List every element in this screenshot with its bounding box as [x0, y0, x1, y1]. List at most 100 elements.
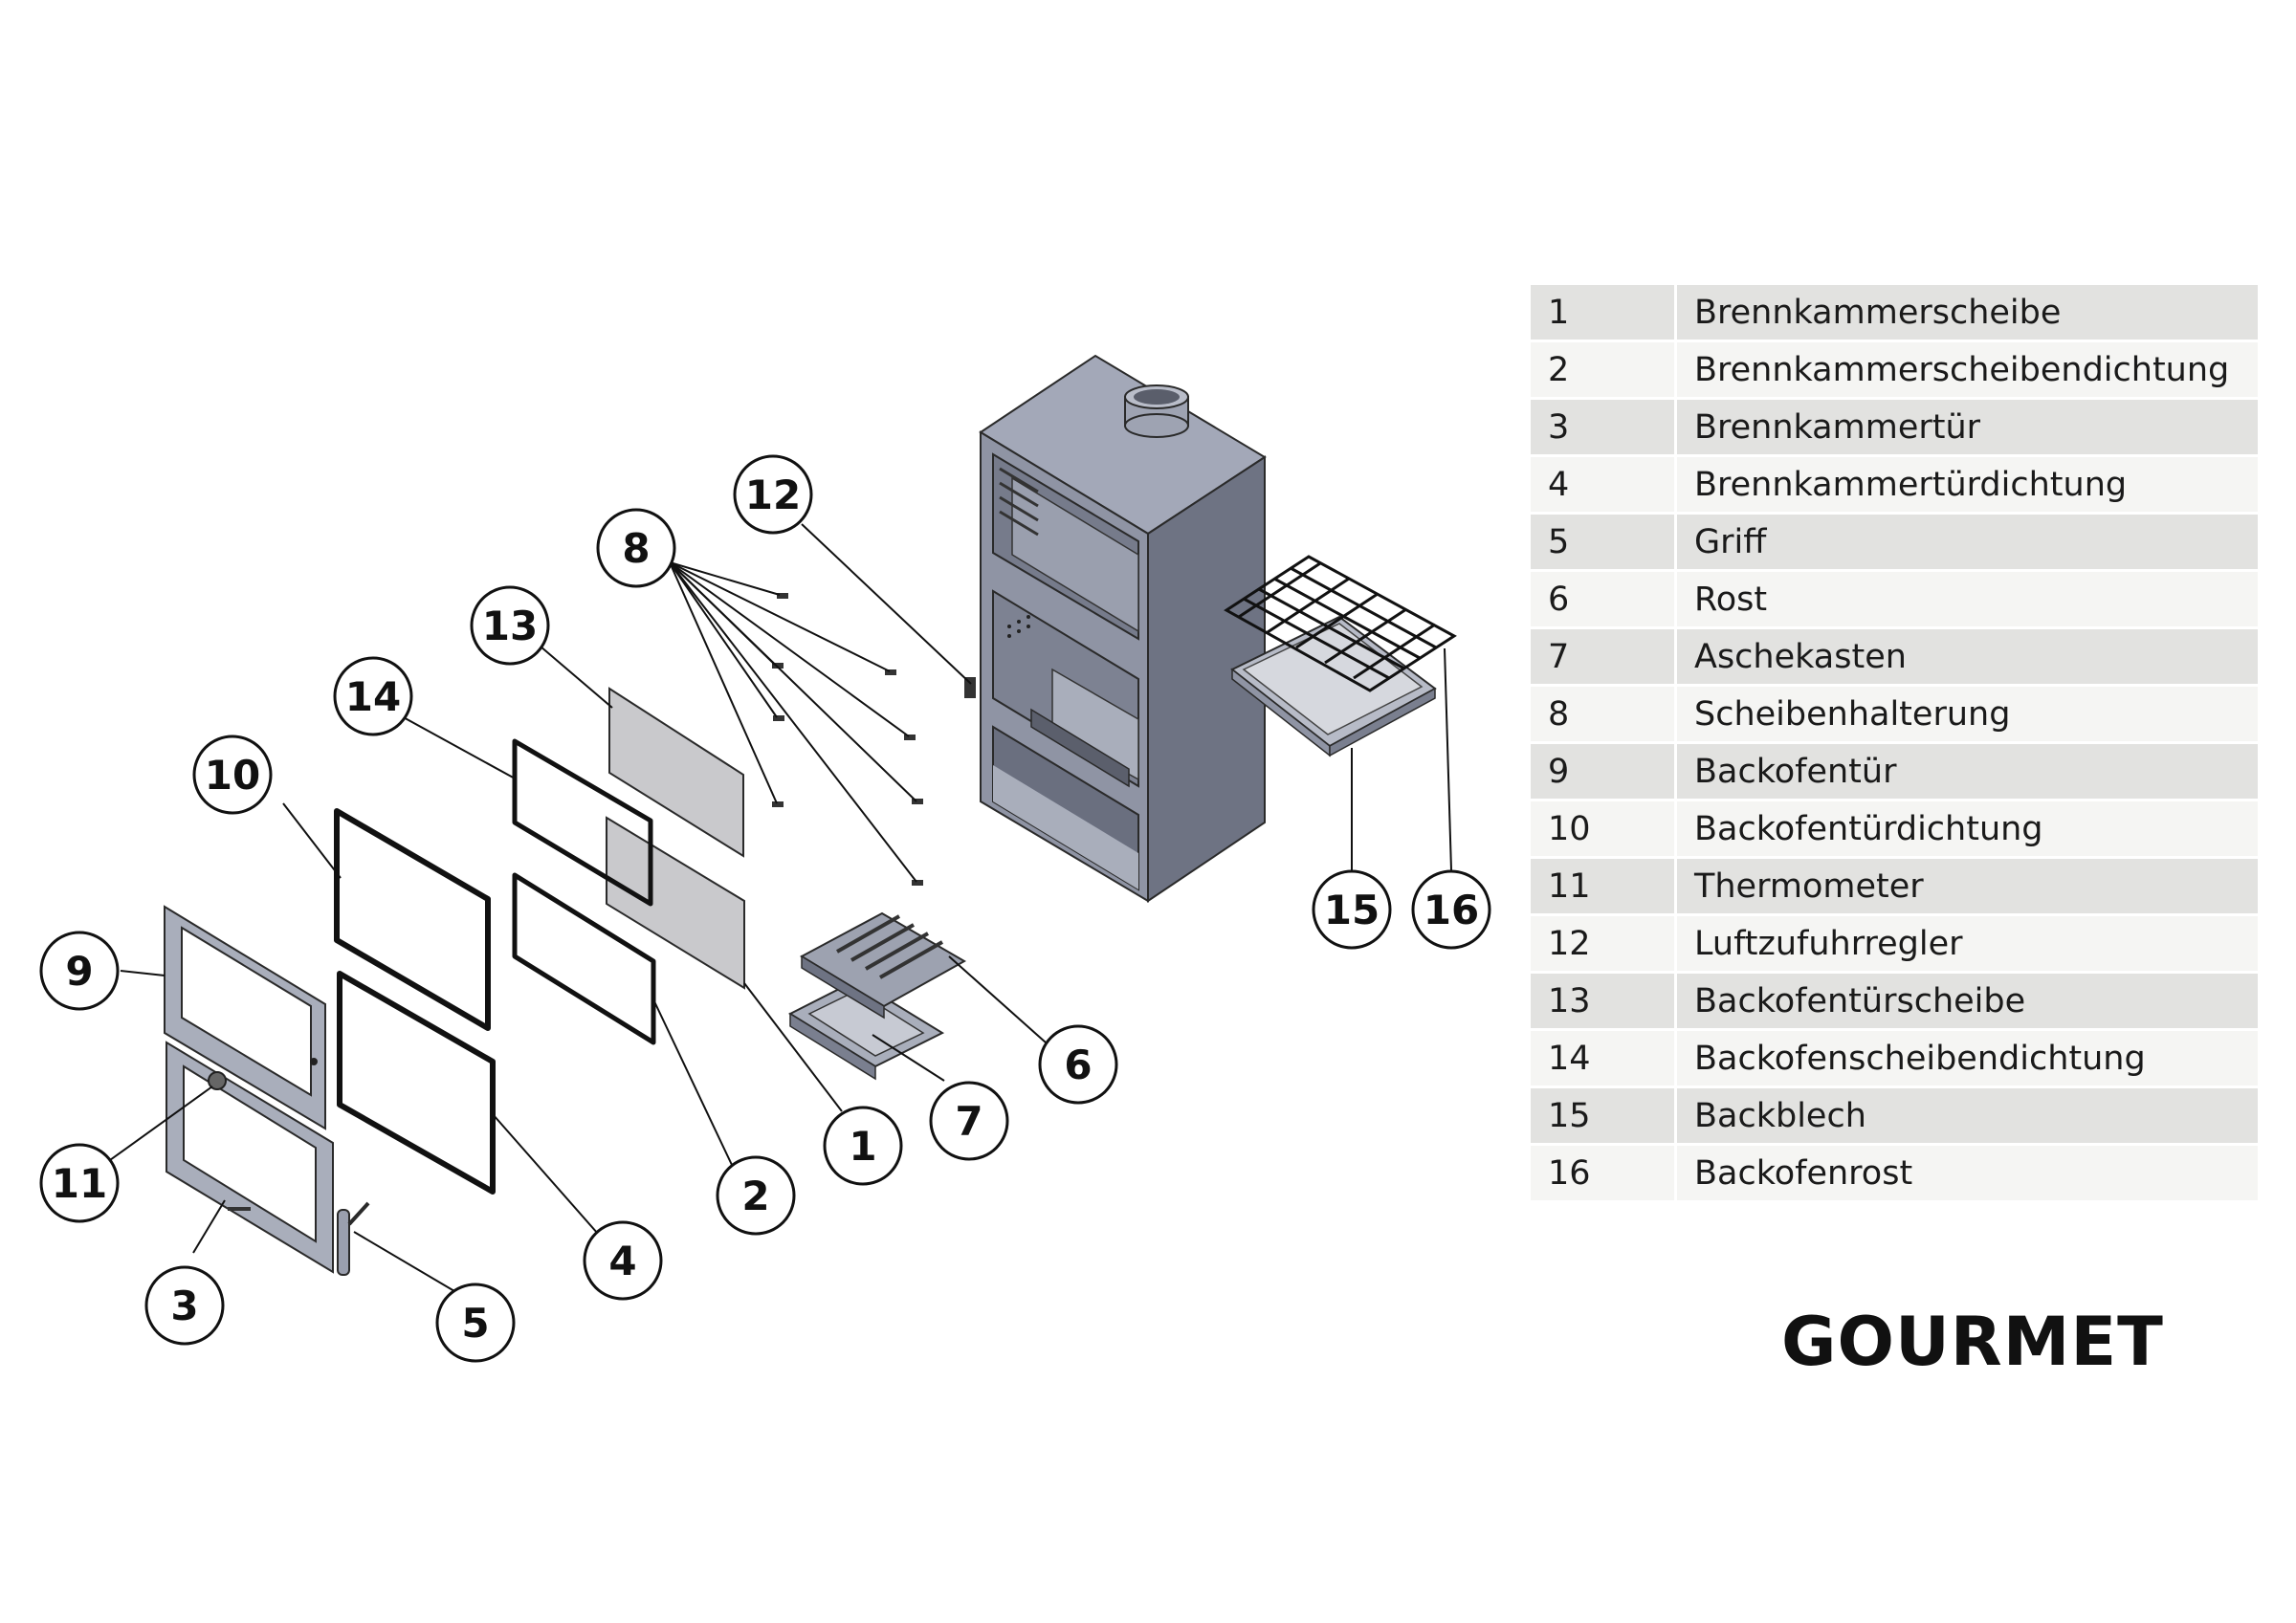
- part-name: Scheibenhalterung: [1675, 685, 2258, 744]
- callout-3: 3: [144, 1265, 225, 1346]
- part-name: Brennkammertür: [1675, 398, 2258, 457]
- part-number: 13: [1531, 972, 1677, 1031]
- callout-3-label: 3: [170, 1283, 198, 1329]
- part-number: 15: [1531, 1086, 1677, 1146]
- part-name: Thermometer: [1675, 857, 2258, 916]
- callout-15: 15: [1312, 869, 1392, 950]
- callout-10: 10: [192, 735, 273, 815]
- callout-15-label: 15: [1324, 887, 1380, 933]
- part-number: 3: [1531, 398, 1677, 457]
- part-name: Rost: [1675, 570, 2258, 629]
- callout-1: 1: [823, 1106, 903, 1186]
- part-number: 5: [1531, 513, 1677, 572]
- part-name: Backofentür: [1675, 742, 2258, 801]
- firebox-door-gasket: [337, 971, 496, 1195]
- part-number: 10: [1531, 800, 1677, 859]
- callout-12: 12: [733, 454, 813, 535]
- part-number: 9: [1531, 742, 1677, 801]
- callout-5-label: 5: [461, 1300, 489, 1347]
- callout-4: 4: [583, 1220, 663, 1301]
- callout-6-label: 6: [1064, 1042, 1092, 1088]
- part-name: Backblech: [1675, 1086, 2258, 1146]
- part-number: 1: [1531, 285, 1677, 342]
- part-number: 14: [1531, 1029, 1677, 1088]
- oven-door-gasket: [334, 808, 491, 1031]
- oven-door: [164, 905, 326, 1130]
- model-title: GOURMET: [1781, 1303, 2164, 1381]
- callout-13-label: 13: [482, 603, 538, 649]
- thermometer: [208, 1071, 227, 1090]
- part-name: Backofenscheibendichtung: [1675, 1029, 2258, 1088]
- part-name: Backofentürscheibe: [1675, 972, 2258, 1031]
- callout-11: 11: [39, 1143, 120, 1223]
- firebox-door: [166, 1041, 334, 1274]
- callout-9-label: 9: [65, 948, 93, 995]
- callout-10-label: 10: [205, 752, 260, 799]
- callout-14-label: 14: [345, 673, 401, 720]
- glass-clips: [772, 593, 923, 886]
- callout-7: 7: [929, 1081, 1009, 1161]
- stove-side: [1147, 455, 1266, 903]
- part-number: 4: [1531, 455, 1677, 515]
- callout-16: 16: [1411, 869, 1491, 950]
- callout-16-label: 16: [1424, 887, 1479, 933]
- part-number: 8: [1531, 685, 1677, 744]
- handle: [337, 1201, 370, 1276]
- oven-door-glass: [608, 687, 744, 858]
- leader-lines: [102, 523, 1452, 1292]
- ash-slot: [1030, 708, 1130, 788]
- callout-14: 14: [333, 656, 413, 736]
- oven-tray: [1230, 615, 1437, 757]
- part-number: 6: [1531, 570, 1677, 629]
- part-number: 16: [1531, 1144, 1677, 1203]
- ash-pan: [787, 978, 945, 1081]
- callout-6: 6: [1038, 1024, 1118, 1105]
- part-number: 2: [1531, 340, 1677, 400]
- callout-2-label: 2: [741, 1173, 769, 1219]
- callout-4-label: 4: [608, 1238, 636, 1284]
- part-number: 11: [1531, 857, 1677, 916]
- part-name: Backofenrost: [1675, 1144, 2258, 1203]
- oven-grill: [1224, 555, 1457, 692]
- part-number: 12: [1531, 914, 1677, 974]
- callout-7-label: 7: [955, 1098, 982, 1145]
- oven-glass-gasket: [512, 738, 653, 907]
- callout-12-label: 12: [745, 472, 801, 518]
- stove-body: [964, 354, 1267, 903]
- flue-collar: [1124, 384, 1189, 438]
- grate: [799, 911, 967, 1020]
- callout-8-label: 8: [622, 525, 650, 572]
- part-name: Brennkammerscheibe: [1675, 285, 2258, 342]
- callout-11-label: 11: [52, 1160, 107, 1207]
- callout-9: 9: [39, 931, 120, 1011]
- part-name: Luftzufuhrregler: [1675, 914, 2258, 974]
- part-number: 7: [1531, 627, 1677, 687]
- callout-5: 5: [435, 1283, 516, 1363]
- callout-1-label: 1: [849, 1123, 876, 1170]
- callout-13: 13: [470, 585, 550, 666]
- part-name: Brennkammertürdichtung: [1675, 455, 2258, 515]
- callout-2: 2: [716, 1155, 796, 1236]
- callout-8: 8: [596, 508, 676, 588]
- part-name: Aschekasten: [1675, 627, 2258, 687]
- part-name: Griff: [1675, 513, 2258, 572]
- part-name: Backofentürdichtung: [1675, 800, 2258, 859]
